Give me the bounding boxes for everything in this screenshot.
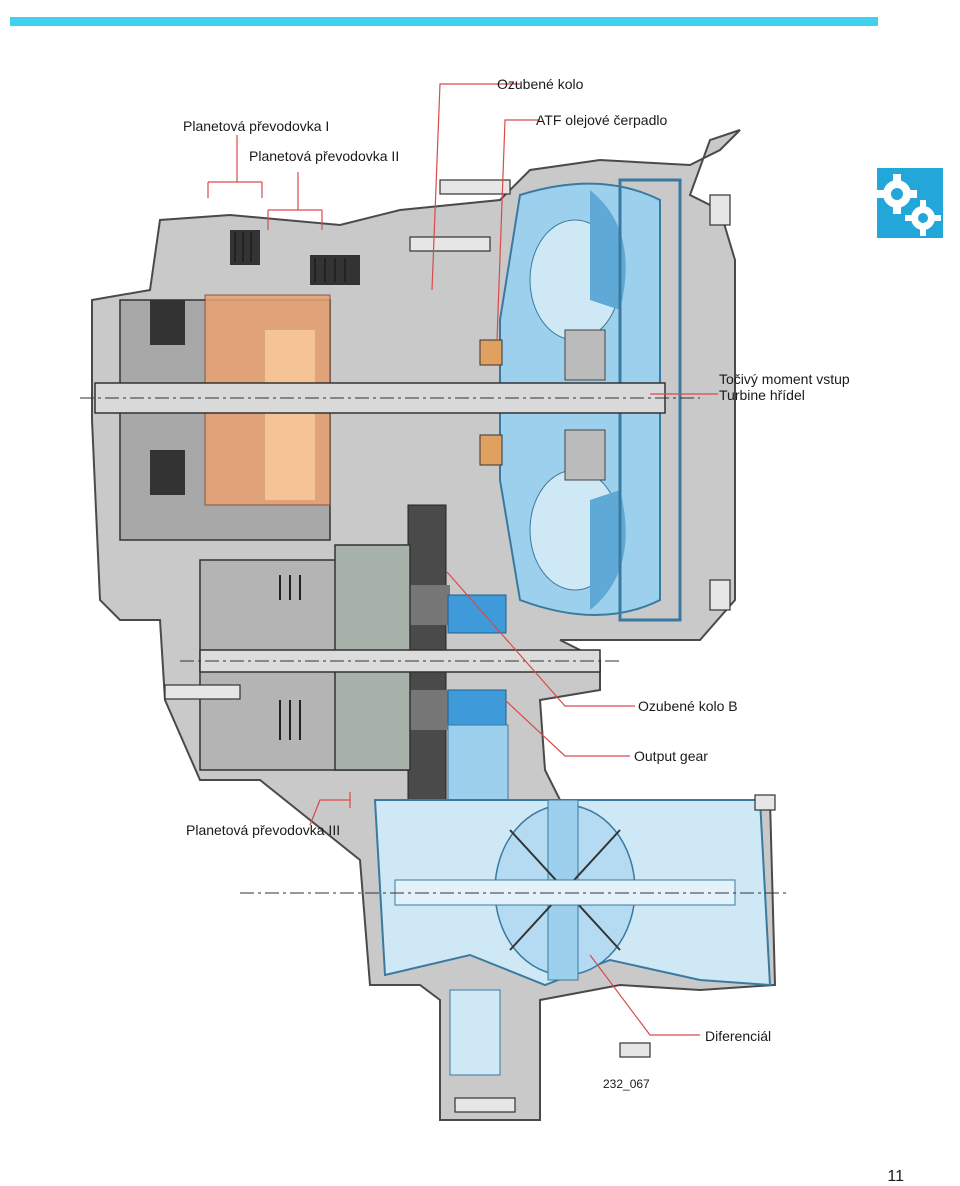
page-number: 11 [887,1168,904,1185]
gears-logo-icon [877,168,943,238]
label-turbine-shaft: Turbine hřídel [719,387,805,403]
figure-id: 232_067 [603,1077,650,1091]
label-planetary-gear-I: Planetová převodovka I [183,118,330,134]
label-planetary-gear-II: Planetová převodovka II [249,148,400,164]
output-gear [447,689,507,729]
top-accent-bar [10,17,878,26]
label-torque-input: Točivý moment vstup [719,371,850,387]
gear-b [447,594,507,634]
label-output-gear: Output gear [634,748,708,764]
label-differential: Diferenciál [705,1028,772,1044]
label-ozubene-kolo: Ozubené kolo [497,76,584,92]
atf-pump [479,339,503,366]
label-atf-pump: ATF olejové čerpadlo [536,112,668,128]
label-planetary-gear-III: Planetová převodovka III [186,822,341,838]
label-gear-b: Ozubené kolo B [638,698,738,714]
